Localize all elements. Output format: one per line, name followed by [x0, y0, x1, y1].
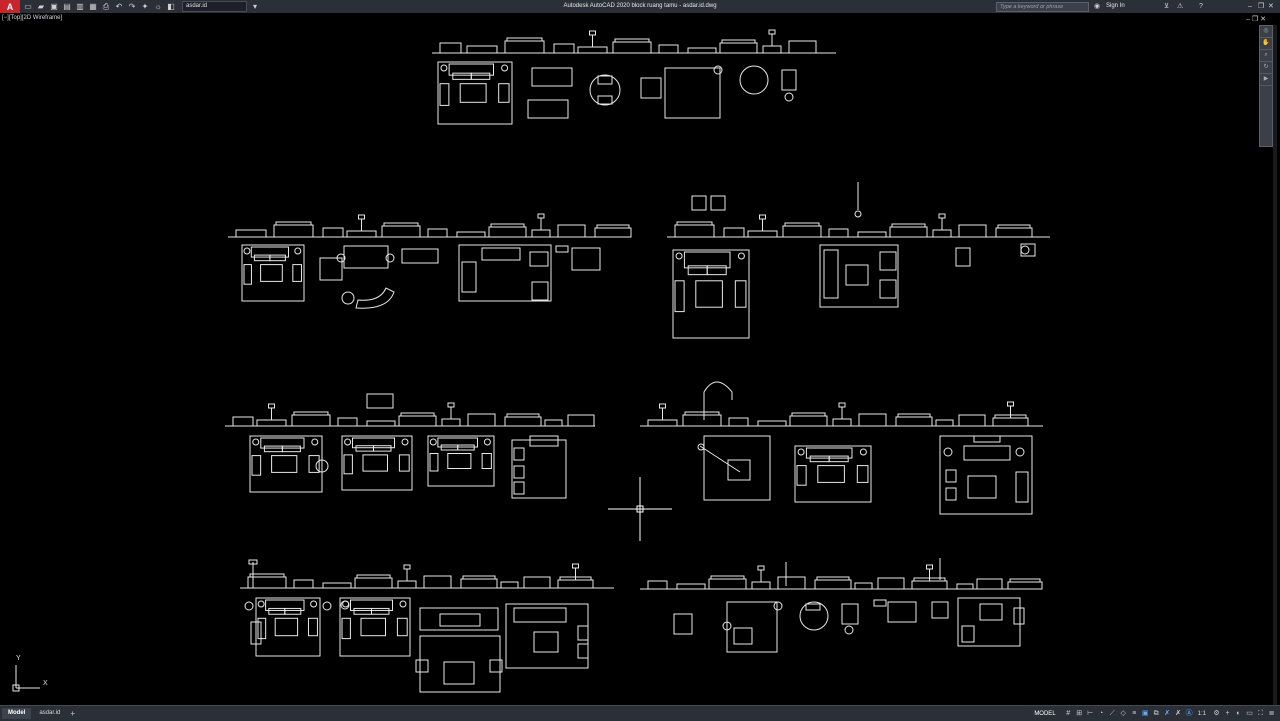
orbit-icon[interactable]: ↻ [1260, 62, 1272, 74]
navigation-bar[interactable]: ◎ ✋ ⌕ ↻ ▶ [1259, 25, 1273, 147]
steering-wheel-icon[interactable]: ◎ [1260, 26, 1272, 38]
web-save-icon[interactable]: ▦ [89, 1, 97, 11]
sun-icon[interactable]: ☼ [154, 1, 162, 11]
ucs-x-label: X [43, 680, 48, 687]
transparency-icon[interactable]: ▣ [1141, 710, 1149, 717]
status-bar: Model asdar.id + MODEL # ⊞ ⊢ ◔ ⟋ ◇ ≡ ▣ ⧉… [0, 705, 1280, 721]
exchange-icon[interactable]: ⚠ [1177, 3, 1184, 10]
isolate-objects-icon[interactable]: ◐ [1236, 710, 1241, 717]
pan-icon[interactable]: ✋ [1260, 38, 1272, 50]
ucs-y-label: Y [16, 655, 21, 662]
clean-screen-icon[interactable]: ⛶ [1258, 710, 1263, 717]
plot-icon[interactable]: ⎙ [102, 1, 110, 11]
save-as-icon[interactable]: ▤ [63, 1, 71, 11]
annotation-scale-value[interactable]: 1:1 [1197, 710, 1206, 717]
tab-model[interactable]: Model [2, 708, 32, 719]
isodraft-icon[interactable]: ⟋ [1109, 710, 1115, 717]
minimize-icon[interactable]: – [1248, 3, 1252, 10]
redo-icon[interactable]: ↷ [128, 1, 136, 11]
workspace-gear-icon[interactable]: ⚙ [1213, 710, 1220, 717]
restore-icon[interactable]: ❐ [1258, 3, 1265, 10]
cart-icon[interactable]: ⊻ [1164, 3, 1170, 10]
crosshair-cursor [608, 477, 672, 541]
vertical-scrollbar[interactable] [1273, 25, 1277, 705]
ucs-icon [12, 665, 40, 692]
search-input[interactable]: Type a keyword or phrase [996, 2, 1089, 12]
showmotion-icon[interactable]: ▶ [1260, 74, 1272, 86]
zoom-icon[interactable]: ⌕ [1260, 50, 1272, 62]
plus-icon[interactable]: + [1225, 710, 1230, 717]
light-bulb-icon[interactable]: ✦ [141, 1, 149, 11]
application-menu-button[interactable]: A [0, 0, 20, 13]
web-open-icon[interactable]: ▥ [76, 1, 84, 11]
selection-cycling-icon[interactable]: ⧉ [1153, 710, 1159, 717]
user-icon[interactable]: ◉ [1094, 3, 1101, 10]
tab-layout-asdar[interactable]: asdar.id [39, 710, 61, 716]
customization-menu-icon[interactable]: ≣ [1268, 710, 1275, 717]
ortho-icon[interactable]: ⊢ [1087, 710, 1094, 717]
lineweight-icon[interactable]: ≡ [1132, 710, 1137, 717]
help-icon[interactable]: ? [1199, 3, 1203, 10]
new-file-icon[interactable]: ▭ [24, 1, 32, 11]
title-bar: A ▭ ▰ ▣ ▤ ▥ ▦ ⎙ ↶ ↷ ✦ ☼ ◧ asdar.id ▾ [0, 0, 1280, 13]
add-layout-button[interactable]: + [70, 709, 76, 718]
open-folder-icon[interactable]: ▰ [37, 1, 45, 11]
hardware-acceleration-icon[interactable]: ▭ [1246, 710, 1253, 717]
undo-icon[interactable]: ↶ [115, 1, 123, 11]
drawing-canvas[interactable] [0, 0, 1256, 705]
snap-icon[interactable]: ⊞ [1076, 710, 1083, 717]
layer-icon[interactable]: ◧ [167, 1, 175, 11]
viewport-controls[interactable]: [−][Top][2D Wireframe] [2, 15, 63, 21]
sign-in-link[interactable]: Sign In [1106, 3, 1125, 9]
furniture-blocks [225, 29, 1050, 693]
auto-scale-icon[interactable]: ✗ [1175, 710, 1182, 717]
annotation-visibility-icon[interactable]: ✗ [1164, 710, 1171, 717]
grid-icon[interactable]: # [1066, 710, 1071, 717]
annotation-scale-icon[interactable]: Ⓐ [1185, 710, 1193, 717]
save-icon[interactable]: ▣ [50, 1, 58, 11]
object-snap-icon[interactable]: ◇ [1120, 710, 1126, 717]
workspace-dropdown[interactable]: asdar.id [182, 1, 247, 12]
chevron-down-icon[interactable]: ▾ [252, 1, 257, 11]
drawing-window-controls[interactable]: – ❐ ✕ [1246, 16, 1266, 23]
close-icon[interactable]: ✕ [1268, 3, 1274, 10]
polar-icon[interactable]: ◔ [1099, 710, 1104, 717]
model-space-toggle[interactable]: MODEL [1034, 710, 1056, 717]
